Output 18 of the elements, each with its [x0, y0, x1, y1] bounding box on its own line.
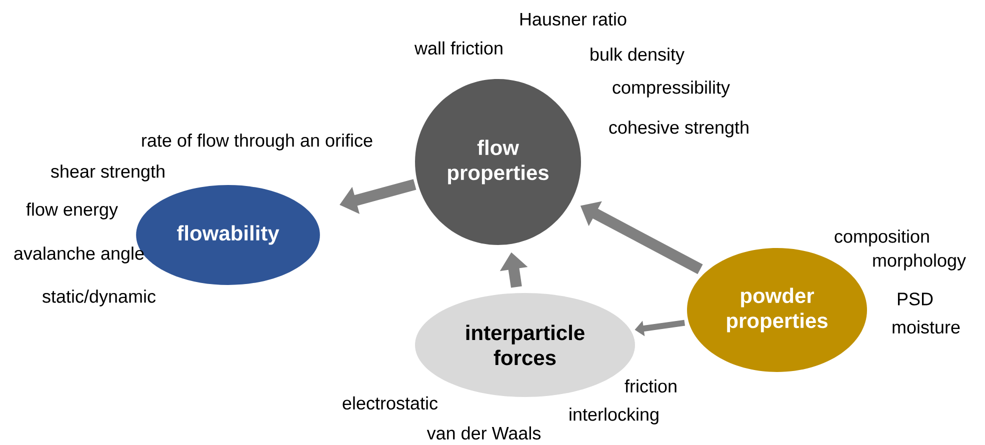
- property-label: rate of flow through an orifice: [142, 134, 372, 150]
- property-label: wall friction: [414, 41, 502, 55]
- property-label: bulk density: [590, 48, 684, 64]
- property-label: morphology: [873, 254, 966, 270]
- property-label: PSD: [898, 292, 933, 306]
- circle-node: flow properties: [415, 79, 581, 245]
- property-label: static/dynamic: [42, 290, 156, 306]
- property-label: moisture: [892, 320, 960, 334]
- property-label: cohesive strength: [609, 120, 748, 138]
- property-label: shear strength: [50, 164, 164, 182]
- property-label: electrostatic: [342, 396, 438, 410]
- property-label: compressibility: [612, 80, 730, 98]
- property-label: Hausner ratio: [520, 12, 626, 26]
- property-label: composition: [834, 230, 929, 246]
- property-label: flow energy: [26, 202, 118, 220]
- ellipse-node: powder properties: [687, 248, 867, 372]
- property-label: interlocking: [570, 408, 658, 424]
- property-label: van der Waals: [426, 426, 541, 440]
